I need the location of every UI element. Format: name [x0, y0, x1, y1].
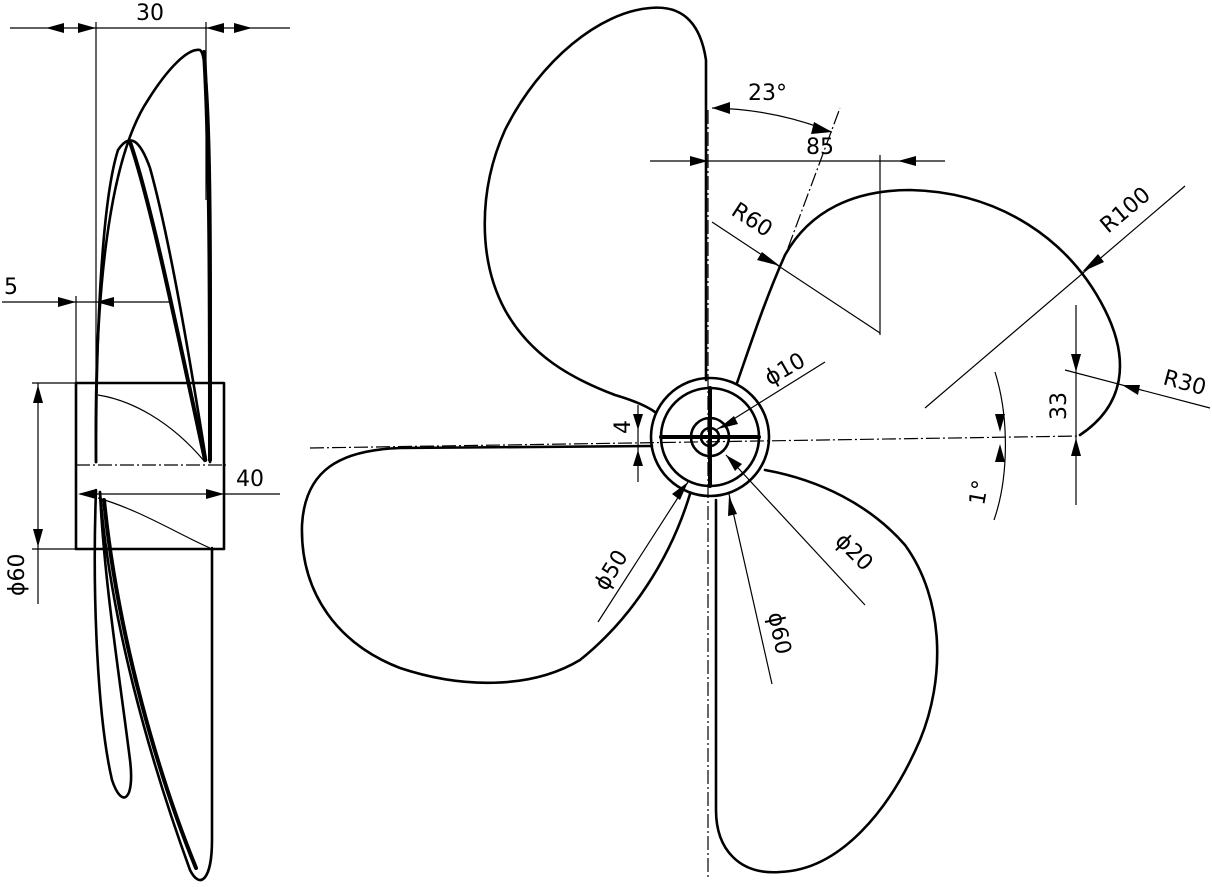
dim-phi60-leader: [728, 493, 773, 685]
dim-30-arrow-right-outer: [234, 23, 252, 33]
dim-r30-label: R30: [1160, 366, 1208, 401]
hub-outer-circle-phi60: [649, 376, 771, 498]
dim-23-label: 23°: [748, 81, 787, 106]
front-view: 23° 85 R60 R100 R30 33 1° 4: [300, 6, 1211, 880]
dim-r60-arrow: [757, 252, 780, 266]
horizontal-centerline: [309, 435, 1081, 449]
dim-phi50-leader: [597, 481, 689, 623]
dim-30-arrow-left-outer: [46, 23, 64, 33]
side-lower-blade-inner: [93, 488, 133, 799]
dim-r100-label: R100: [1096, 183, 1156, 239]
dim-30-arrow-left: [78, 23, 96, 33]
dim-85-arrow-right: [898, 156, 916, 166]
side-lower-blade-outer: [98, 490, 214, 882]
dim-23-arrow-right: [811, 122, 832, 134]
dim-1deg-arrow-top: [995, 414, 1005, 432]
dim-30-arrow-right: [206, 23, 224, 33]
dim-phi60-side-label: ϕ60: [5, 553, 30, 596]
dim-phi10-label: ϕ10: [761, 348, 810, 391]
side-view: 30 5 40 ϕ60: [2, 1, 290, 882]
dim-33-arrow-bottom: [1071, 438, 1081, 456]
blade-bottom: [714, 468, 939, 874]
dim-r60-label: R60: [727, 198, 777, 243]
side-fillet-top: [97, 394, 206, 463]
dim-phi20-leader: [725, 454, 866, 606]
dim-1deg-label: 1°: [965, 478, 994, 507]
dim-5-arrow-right: [96, 297, 114, 307]
blade-angle-centerline: [787, 107, 841, 249]
blade-top: [483, 6, 708, 414]
dim-r30-arrow: [1122, 385, 1140, 395]
side-hub: [74, 381, 226, 551]
dim-33-arrow-top: [1071, 354, 1081, 372]
dim-30-label: 30: [136, 1, 164, 26]
dim-1deg-arc: [993, 371, 1006, 521]
dim-phi50-label: ϕ50: [590, 546, 634, 595]
dim-5-arrow-left: [58, 297, 76, 307]
dim-r100-arrow: [1082, 254, 1104, 272]
dim-40-label: 40: [236, 467, 264, 492]
dim-23-arrow-left: [712, 102, 730, 114]
blade-left: [300, 444, 692, 685]
dim-85-label: 85: [806, 135, 834, 160]
side-upper-blade-edge: [128, 140, 207, 462]
side-upper-blade-inner: [94, 139, 208, 464]
dim-phi50-arrow: [672, 482, 688, 500]
dim-4-label: 4: [611, 420, 636, 434]
dim-40-arrow-right: [206, 489, 224, 499]
side-fillet-bottom: [97, 497, 211, 549]
dim-phi60-arrow-bottom: [33, 529, 43, 547]
dim-r60-leader: [711, 221, 881, 334]
dim-phi20-label: ϕ20: [830, 529, 878, 577]
dim-phi10-arrow: [718, 416, 738, 429]
side-lower-blade-edge: [102, 498, 198, 870]
dim-5-label: 5: [4, 275, 18, 300]
dim-33-label: 33: [1047, 392, 1072, 420]
dim-85-arrow-left: [690, 156, 708, 166]
blade-right: [735, 188, 1122, 437]
dim-40-arrow-left: [78, 489, 96, 499]
dim-phi60-arrow-top: [33, 385, 43, 403]
dim-4-arrow-bottom: [633, 450, 643, 466]
dim-4-arrow-top: [633, 414, 643, 430]
dim-1deg-arrow-bottom: [995, 444, 1005, 462]
dim-phi20-arrow: [726, 455, 742, 471]
dim-r100-leader: [924, 185, 1186, 409]
dim-phi60-front-label: ϕ60: [762, 610, 795, 657]
dim-phi60-arrow: [728, 496, 737, 516]
